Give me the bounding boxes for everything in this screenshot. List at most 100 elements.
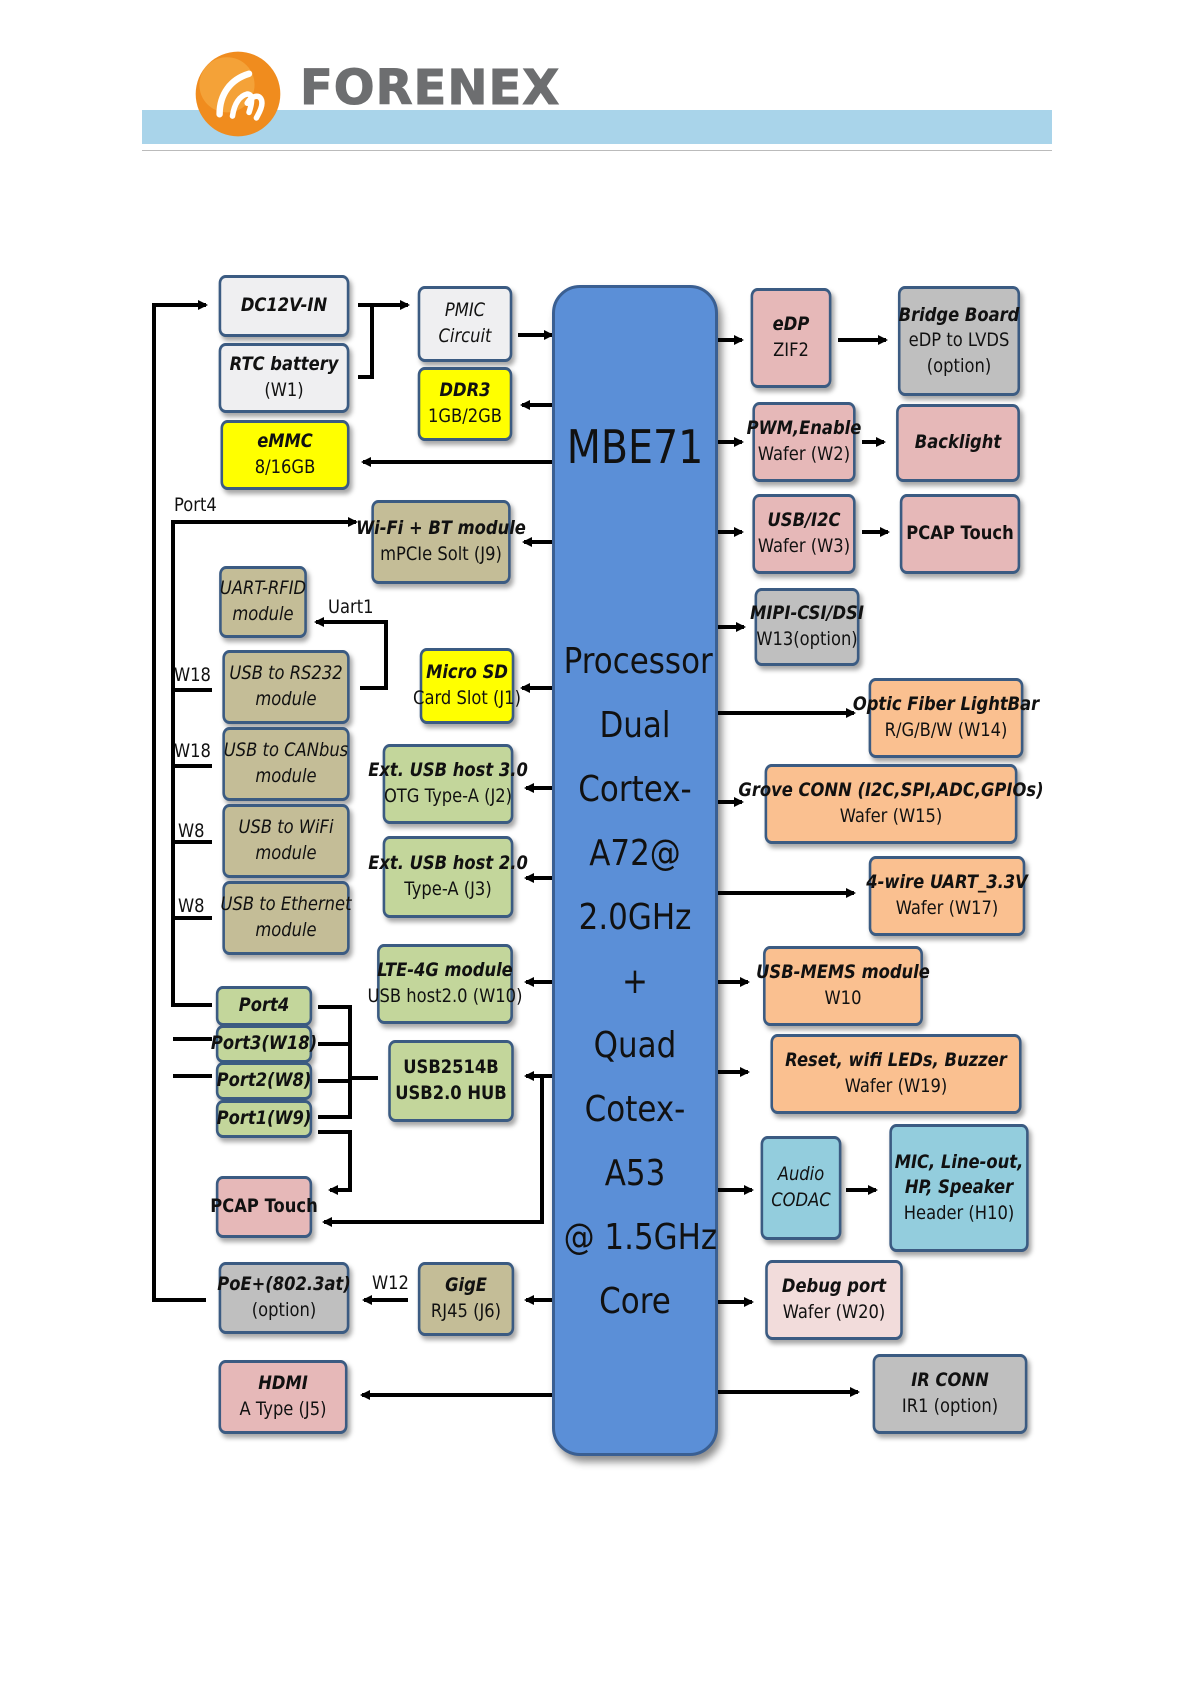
block-title: Bridge Board bbox=[898, 303, 1020, 326]
block-subtitle-2: (option) bbox=[926, 354, 992, 377]
usb-to-wifi-block: USB to WiFi module bbox=[222, 804, 350, 878]
block-title: Port4 bbox=[238, 994, 290, 1017]
block-title: Debug port bbox=[781, 1275, 887, 1298]
block-title: PoE+(802.3at) bbox=[217, 1273, 351, 1296]
block-title: eMMC bbox=[257, 430, 313, 453]
wire-label-w8-b: W8 bbox=[178, 895, 205, 917]
block-subtitle: eDP to LVDS bbox=[908, 329, 1010, 352]
block-title: Backlight bbox=[914, 431, 1002, 454]
block-title-2: module bbox=[255, 842, 317, 864]
block-subtitle: Wafer (W19) bbox=[844, 1075, 948, 1097]
block-title: Audio bbox=[777, 1163, 825, 1186]
wire-label-w18-b: W18 bbox=[174, 740, 211, 762]
usb-i2c-block: USB/I2C Wafer (W3) bbox=[752, 494, 856, 574]
block-subtitle: A Type (J5) bbox=[239, 1398, 327, 1420]
block-title-2: module bbox=[255, 919, 317, 941]
block-title: Micro SD bbox=[426, 661, 508, 684]
block-title: Port1(W9) bbox=[216, 1107, 312, 1130]
hdmi-block: HDMI A Type (J5) bbox=[218, 1360, 348, 1434]
wire-label-uart1: Uart1 bbox=[328, 596, 374, 618]
gige-block: GigE RJ45 (J6) bbox=[417, 1262, 515, 1336]
wire-label-port4: Port4 bbox=[174, 494, 217, 516]
processor-line: Quad bbox=[593, 1025, 677, 1066]
block-title: MIC, Line-out, bbox=[894, 1150, 1024, 1173]
block-subtitle: 8/16GB bbox=[254, 456, 316, 478]
block-title: UART-RFID bbox=[219, 577, 307, 600]
port2-block: Port2(W8) bbox=[215, 1062, 313, 1100]
block-title: Ext. USB host 3.0 bbox=[368, 759, 528, 782]
optic-fiber-lightbar-block: Optic Fiber LightBar R/G/B/W (W14) bbox=[853, 678, 1039, 758]
block-title: USB2514B bbox=[403, 1056, 499, 1079]
debug-port-block: Debug port Wafer (W20) bbox=[765, 1260, 903, 1340]
block-subtitle: IR1 (option) bbox=[901, 1395, 999, 1417]
port1-block: Port1(W9) bbox=[215, 1100, 313, 1138]
block-subtitle: mPCIe Solt (J9) bbox=[380, 543, 502, 565]
header-band bbox=[142, 110, 1052, 144]
usb-to-rs232-block: USB to RS232 module bbox=[222, 650, 350, 724]
page-header: FORENEX bbox=[142, 40, 1052, 155]
block-title: PCAP Touch bbox=[210, 1195, 318, 1218]
block-subtitle: Wafer (W3) bbox=[757, 535, 851, 557]
usb-to-canbus-block: USB to CANbus module bbox=[222, 727, 350, 801]
pmic-circuit-block: PMIC Circuit bbox=[417, 286, 513, 362]
ext-usb-host-2-block: Ext. USB host 2.0 Type-A (J3) bbox=[368, 836, 528, 918]
block-title: LTE-4G module bbox=[377, 959, 513, 982]
header-rule bbox=[142, 150, 1052, 151]
forenex-logo-icon bbox=[195, 51, 281, 137]
block-title: GigE bbox=[445, 1274, 487, 1297]
mic-lineout-block: MIC, Line-out, HP, Speaker Header (H10) bbox=[889, 1124, 1029, 1252]
wire-label-w18-a: W18 bbox=[174, 664, 211, 686]
block-subtitle: (option) bbox=[251, 1299, 317, 1321]
block-subtitle: Wafer (W17) bbox=[895, 897, 999, 919]
block-title: DC12V-IN bbox=[240, 294, 328, 317]
block-subtitle: USB2.0 HUB bbox=[395, 1082, 507, 1104]
poe-block: PoE+(802.3at) (option) bbox=[217, 1262, 351, 1334]
reset-leds-buzzer-block: Reset, wifi LEDs, Buzzer Wafer (W19) bbox=[770, 1034, 1022, 1114]
block-title: HDMI bbox=[258, 1372, 308, 1395]
micro-sd-block: Micro SD Card Slot (J1) bbox=[413, 648, 521, 724]
processor-line: + bbox=[622, 961, 648, 1002]
block-subtitle: W10 bbox=[824, 987, 862, 1009]
block-subtitle: W13(option) bbox=[756, 628, 858, 650]
port3-block: Port3(W18) bbox=[211, 1025, 317, 1063]
processor-block bbox=[552, 285, 718, 1456]
block-title-2: module bbox=[255, 688, 317, 710]
lte-4g-module-block: LTE-4G module USB host2.0 (W10) bbox=[368, 944, 522, 1024]
processor-line: Dual bbox=[599, 705, 671, 746]
block-subtitle: ZIF2 bbox=[773, 339, 809, 361]
block-title: Port3(W18) bbox=[210, 1032, 318, 1055]
wire-label-w12: W12 bbox=[372, 1272, 409, 1294]
usb-mems-module-block: USB-MEMS module W10 bbox=[756, 946, 930, 1026]
block-title: USB/I2C bbox=[767, 509, 841, 532]
ext-usb-host-3-block: Ext. USB host 3.0 OTG Type-A (J2) bbox=[368, 744, 528, 824]
block-title: Wi-Fi + BT module bbox=[356, 517, 526, 540]
block-subtitle: RJ45 (J6) bbox=[430, 1300, 502, 1322]
processor-line: Cortex- bbox=[578, 769, 692, 810]
block-subtitle: OTG Type-A (J2) bbox=[383, 785, 513, 807]
bridge-board-block: Bridge Board eDP to LVDS (option) bbox=[897, 286, 1021, 396]
audio-codac-block: Audio CODAC bbox=[760, 1136, 842, 1240]
block-title: 4-wire UART_3.3V bbox=[866, 871, 1028, 894]
block-title: Reset, wifi LEDs, Buzzer bbox=[785, 1049, 1007, 1072]
block-subtitle: Header (H10) bbox=[903, 1201, 1015, 1224]
block-subtitle: Wafer (W15) bbox=[839, 805, 943, 827]
pcap-touch-right-block: PCAP Touch bbox=[899, 494, 1021, 574]
block-title: eDP bbox=[772, 313, 810, 336]
edp-block: eDP ZIF2 bbox=[750, 288, 832, 388]
block-subtitle: R/G/B/W (W14) bbox=[884, 719, 1008, 741]
uart-3v3-block: 4-wire UART_3.3V Wafer (W17) bbox=[866, 856, 1028, 936]
block-title-2: module bbox=[255, 765, 317, 787]
wire-label-w8-a: W8 bbox=[178, 820, 205, 842]
block-title: USB to WiFi bbox=[238, 816, 334, 839]
block-title: USB to Ethernet bbox=[220, 893, 352, 916]
grove-conn-block: Grove CONN (I2C,SPI,ADC,GPIOs) Wafer (W1… bbox=[738, 764, 1044, 844]
pcap-touch-left-block: PCAP Touch bbox=[210, 1176, 318, 1238]
processor-name: MBE71 bbox=[566, 420, 704, 474]
block-title: DDR3 bbox=[439, 379, 491, 402]
processor-line: A53 bbox=[604, 1153, 666, 1194]
rtc-battery-block: RTC battery (W1) bbox=[218, 343, 350, 413]
pwm-enable-block: PWM,Enable Wafer (W2) bbox=[747, 402, 861, 482]
block-title: PCAP Touch bbox=[906, 522, 1014, 545]
processor-line: Core bbox=[599, 1281, 671, 1322]
